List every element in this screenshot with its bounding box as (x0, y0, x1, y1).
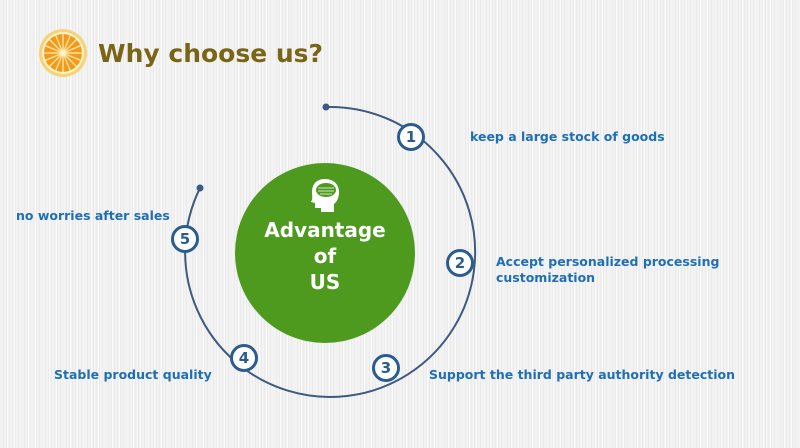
ring-end-dot (196, 184, 204, 192)
step-node-3: 3 (372, 354, 400, 382)
ring-start-dot (322, 103, 330, 111)
center-line-3: US (309, 270, 341, 294)
header: Why choose us? (38, 28, 323, 78)
center-circle: Advantage of US (235, 163, 415, 343)
step-node-1: 1 (397, 123, 425, 151)
orange-slice-icon (39, 29, 87, 77)
step-label-2: Accept personalized processing customiza… (496, 254, 720, 285)
step-node-5: 5 (171, 225, 199, 253)
step-label-3: Support the third party authority detect… (429, 367, 735, 382)
brain-head-icon (311, 179, 339, 212)
step-label-4: Stable product quality (54, 367, 212, 382)
step-node-2: 2 (446, 249, 474, 277)
step-label-1: keep a large stock of goods (470, 129, 665, 144)
step-node-4: 4 (230, 344, 258, 372)
center-line-1: Advantage (264, 218, 386, 242)
center-line-2: of (313, 244, 337, 268)
step-label-5: no worries after sales (16, 208, 170, 223)
page-title: Why choose us? (98, 38, 324, 68)
